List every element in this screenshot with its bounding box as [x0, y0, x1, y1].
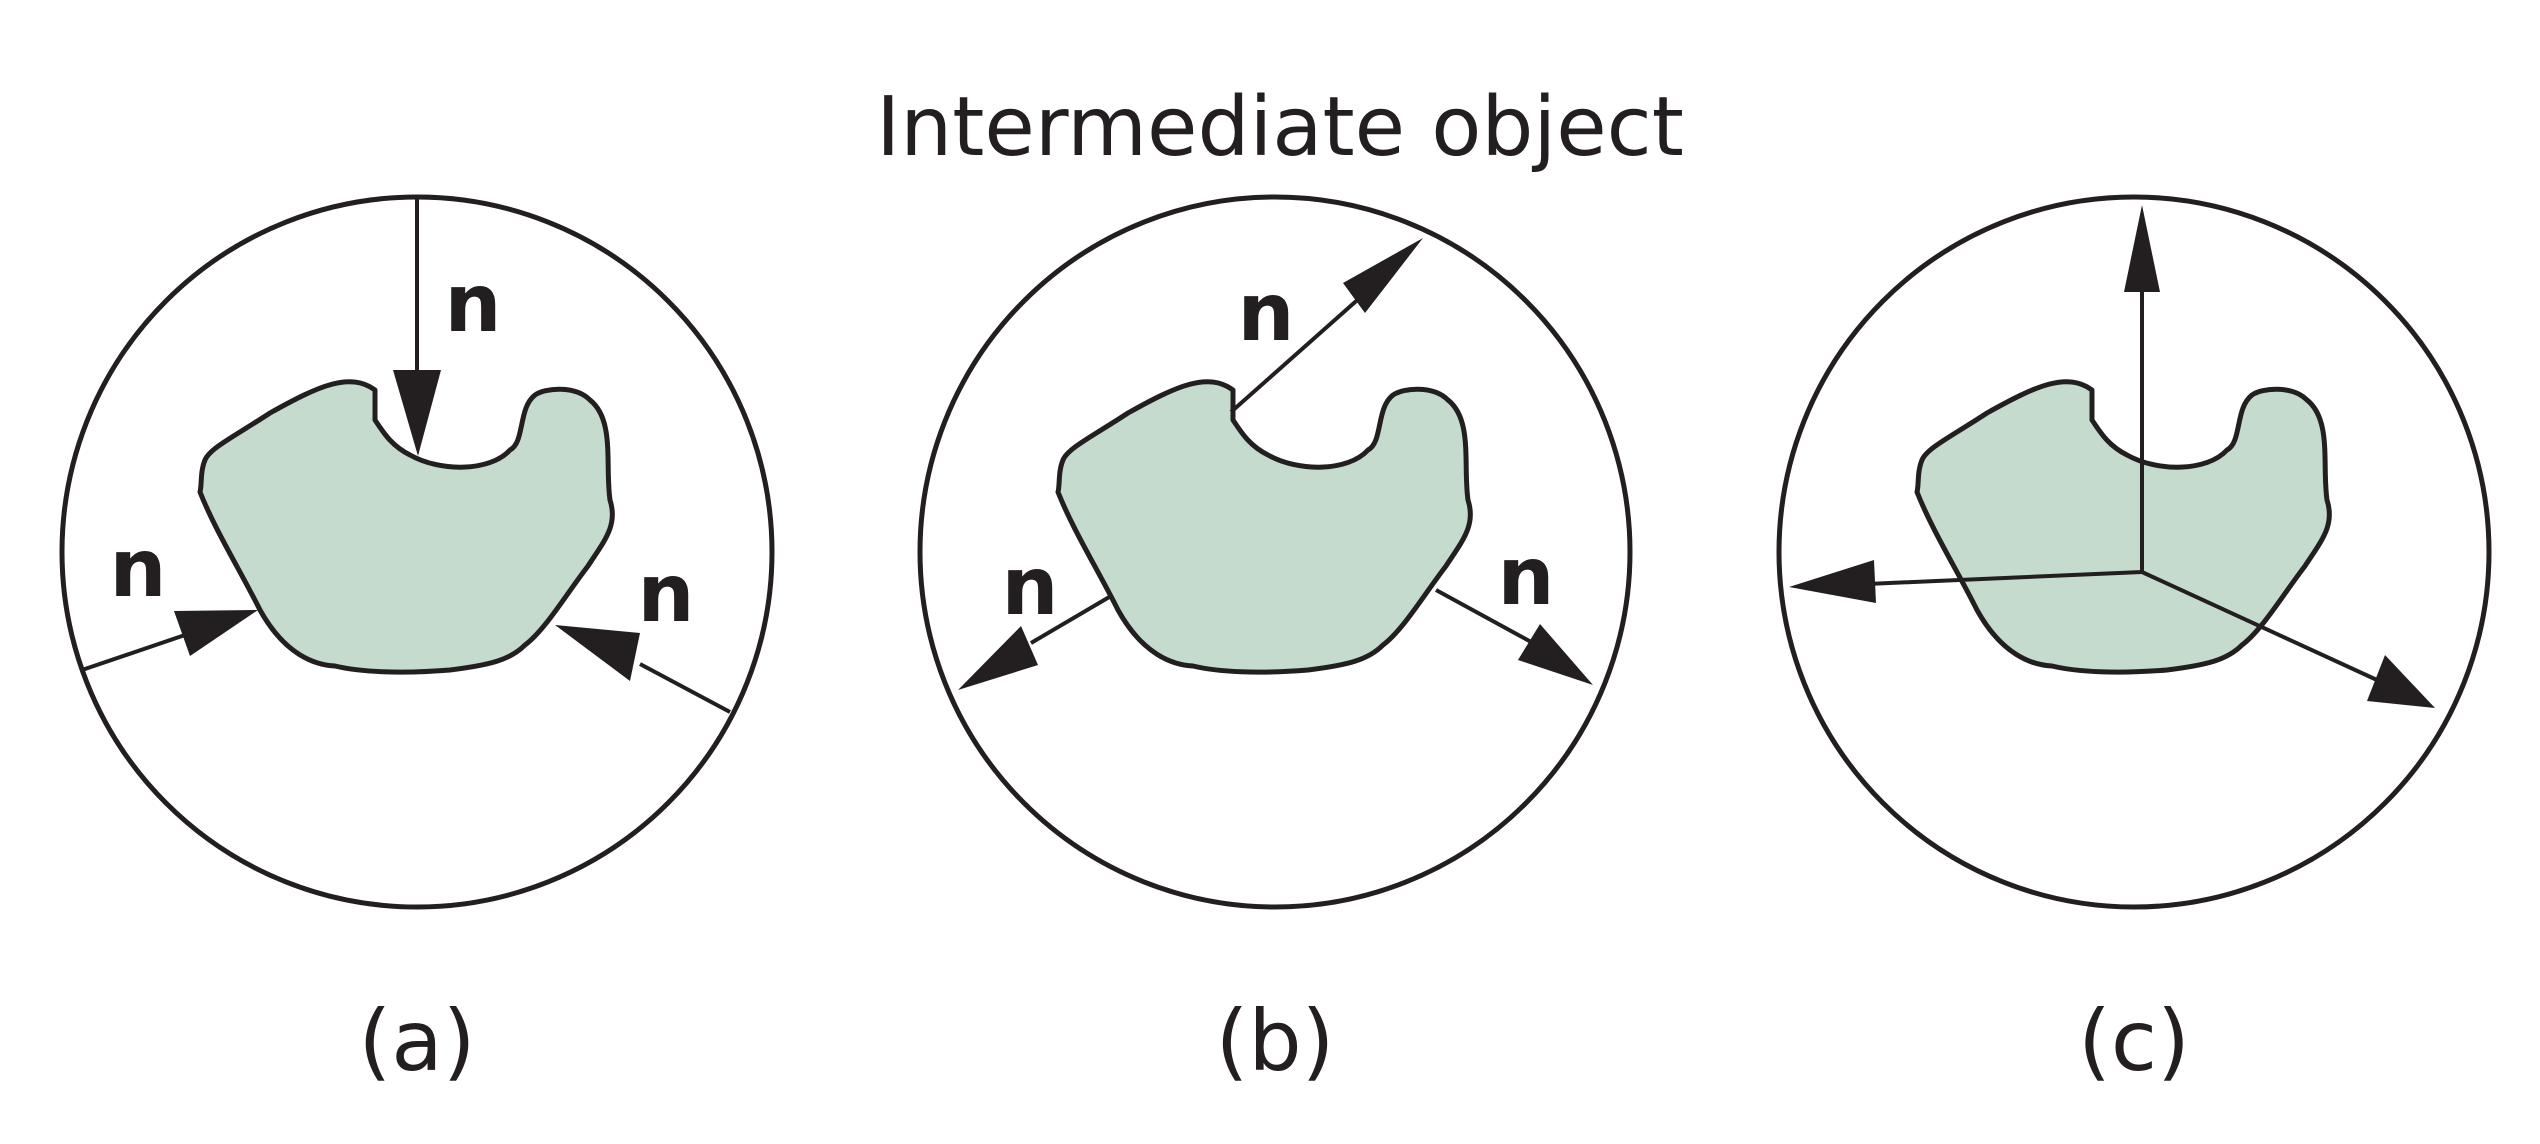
panel-c: (c)	[1776, 194, 2492, 1090]
figure-title: Intermediate object	[876, 80, 1684, 175]
panel-caption: (a)	[358, 992, 475, 1090]
normal-arrow-top	[393, 198, 441, 456]
axis-arrow-left	[1789, 560, 2143, 603]
normal-label: n	[110, 522, 167, 615]
normal-arrow-right	[555, 625, 731, 714]
normal-arrow-left	[81, 610, 258, 672]
normal-label: n	[638, 547, 695, 640]
intermediate-object-shape	[1058, 382, 1470, 672]
normal-label: n	[445, 257, 502, 350]
normal-label: n	[1002, 540, 1059, 633]
axis-arrow-up	[2124, 205, 2160, 572]
bounding-sphere	[917, 194, 1633, 910]
panel-a: n n n (a)	[59, 194, 775, 1090]
bounding-sphere	[59, 194, 775, 910]
panel-caption: (c)	[2078, 992, 2190, 1090]
axis-arrow-right	[2141, 570, 2435, 708]
normal-arrow-top	[1229, 238, 1423, 414]
panel-caption: (b)	[1216, 992, 1335, 1090]
intermediate-object-shape	[200, 382, 612, 672]
normal-arrow-left	[958, 594, 1113, 690]
normal-label: n	[1238, 266, 1295, 359]
bounding-sphere	[1776, 194, 2492, 910]
normal-label: n	[1498, 530, 1555, 623]
panel-b: n n n (b)	[917, 194, 1633, 1090]
normal-arrow-right	[1435, 588, 1593, 685]
